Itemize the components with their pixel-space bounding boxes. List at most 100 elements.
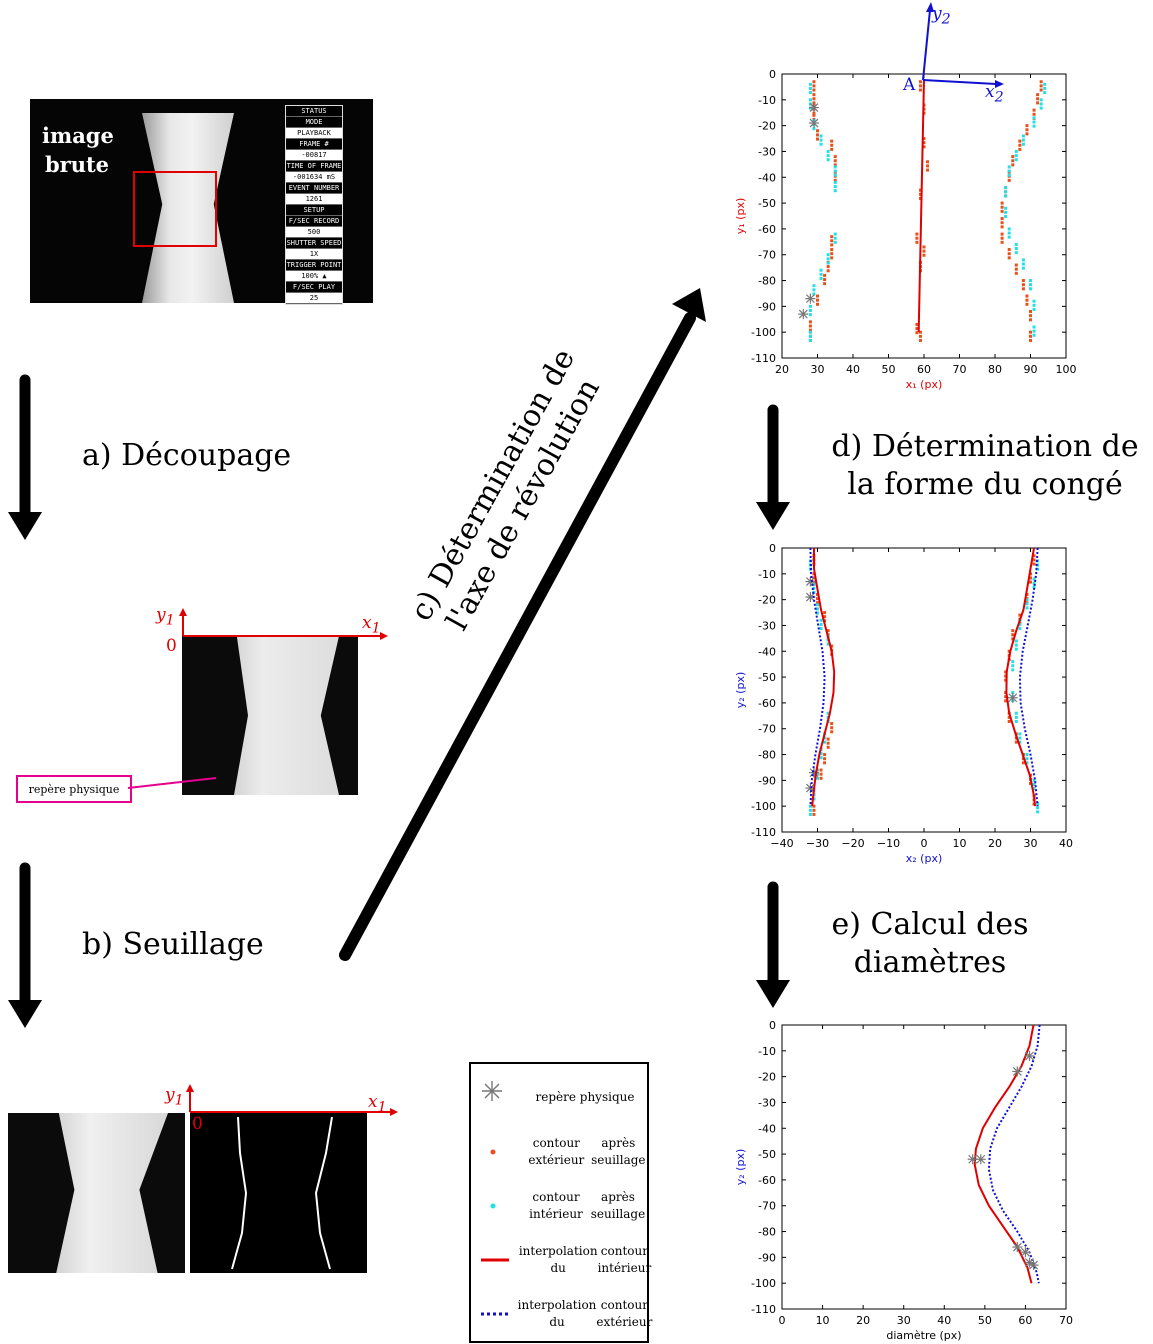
inner-contour-point (1014, 711, 1018, 715)
arrow-a-head (8, 512, 42, 540)
x-tick-label: 30 (811, 363, 825, 376)
y-axis-label: y₂ (px) (734, 672, 747, 709)
inner-contour-point (819, 618, 823, 622)
outer-contour-point (1029, 318, 1032, 322)
x-tick-label: 40 (846, 363, 860, 376)
physical-marker-point (1028, 1260, 1039, 1271)
outer-contour-point (812, 84, 816, 88)
outer-contour-point (1036, 101, 1040, 105)
asterisk-gray-icon (479, 1068, 523, 1128)
center-contour-point (918, 80, 922, 84)
status-line: -00817 (286, 150, 342, 161)
center-contour-point (922, 137, 926, 141)
inner-contour-point (1029, 287, 1032, 291)
inner-contour-point (1032, 325, 1036, 329)
inner-contour-point (1018, 627, 1022, 631)
outer-contour-point (1011, 163, 1015, 167)
x-tick-label: 70 (953, 363, 967, 376)
y-tick-label: -100 (751, 1277, 776, 1290)
inner-contour-point (1032, 585, 1036, 589)
outer-contour-point (830, 248, 834, 252)
x-tick-label: 50 (882, 363, 896, 376)
inner-contour-point (816, 607, 819, 611)
step-d-label: d) Détermination de la forme du congé (820, 428, 1150, 503)
outer-contour-point (1029, 580, 1032, 584)
inner-contour-point (1029, 283, 1032, 287)
point-a-label: A (903, 75, 916, 95)
y-tick-label: -30 (758, 1096, 776, 1109)
y-tick-label: -90 (758, 1251, 776, 1264)
center-contour-point (915, 331, 919, 335)
outer-contour-point (819, 772, 823, 776)
inner-contour-point (812, 288, 816, 292)
threshold-y1-label: y1 (165, 1085, 184, 1109)
x-tick-label: −30 (806, 837, 829, 850)
center-contour-point (918, 334, 922, 338)
plot-frame (781, 1024, 1067, 1310)
outer-contour-point (823, 615, 827, 619)
inner-contour-point (1032, 303, 1036, 307)
outer-contour-point (816, 129, 819, 133)
y-tick-label: -10 (758, 568, 776, 581)
legend-item: repère physique (471, 1068, 647, 1128)
inner-contour-point (1007, 169, 1011, 173)
status-line: 1X (286, 249, 342, 260)
step-e-label: e) Calcul des diamètres (820, 906, 1040, 981)
y-tick-label: -100 (751, 326, 776, 339)
outer-contour-point (826, 269, 830, 273)
outer-contour-point (1007, 649, 1011, 653)
y-tick-label: -20 (758, 120, 776, 133)
inner-contour-point (1036, 806, 1040, 810)
arrow-c (339, 312, 696, 961)
x-tick-label: 0 (779, 1314, 786, 1327)
crop-frame (133, 171, 217, 247)
y-tick-label: -30 (758, 619, 776, 632)
outer-contour-point (1021, 761, 1025, 765)
y-tick-label: -60 (758, 1174, 776, 1187)
inner-contour-point (1014, 647, 1018, 651)
inner-contour-point (812, 292, 816, 296)
inner-contour-point (1025, 757, 1029, 761)
y-tick-label: -20 (758, 1071, 776, 1084)
outer-contour-point (1025, 124, 1029, 128)
x-tick-label: −20 (841, 837, 864, 850)
inner-contour-point (819, 138, 823, 142)
legend-label: repère physique (535, 1090, 635, 1105)
status-line: SETUP (286, 205, 342, 216)
physical-marker-point (1012, 1066, 1023, 1077)
outer-contour-point (1007, 178, 1011, 182)
inner-contour-point (833, 236, 837, 240)
inner-contour-point (1004, 206, 1008, 210)
x-axis-label: diamètre (px) (886, 1329, 961, 1342)
line-red-solid-icon (479, 1230, 523, 1290)
inner-contour-point (1025, 761, 1029, 765)
center-contour-point (922, 145, 926, 149)
outer-contour-point (812, 97, 816, 101)
physical-marker-point (1012, 1242, 1023, 1253)
status-line: SHUTTER SPEED (286, 239, 342, 249)
outer-contour-point (812, 808, 816, 812)
physical-marker-point (805, 293, 816, 304)
inner-contour-point (816, 772, 819, 776)
arrow-b-head (8, 1000, 42, 1028)
inner-contour-point (1007, 231, 1011, 235)
status-line: F/SEC PLAY (286, 282, 342, 293)
inner-contour-point (1004, 194, 1008, 198)
inner-contour-point (1021, 138, 1025, 142)
outer-contour-point (826, 741, 830, 745)
crop-x1-label: x1 (362, 613, 381, 637)
outer-contour-point (1007, 252, 1011, 256)
outer-contour-point (1018, 139, 1022, 143)
y-tick-label: -10 (758, 94, 776, 107)
inner-contour-point (1014, 639, 1018, 643)
inner-contour-point (816, 776, 819, 780)
inner-contour-point (1011, 668, 1015, 672)
x-tick-label: 20 (988, 837, 1002, 850)
outer-contour-point (1039, 80, 1043, 84)
center-contour-point (926, 168, 930, 172)
y1-axis-arrow (179, 608, 187, 616)
center-contour-point (918, 84, 922, 88)
